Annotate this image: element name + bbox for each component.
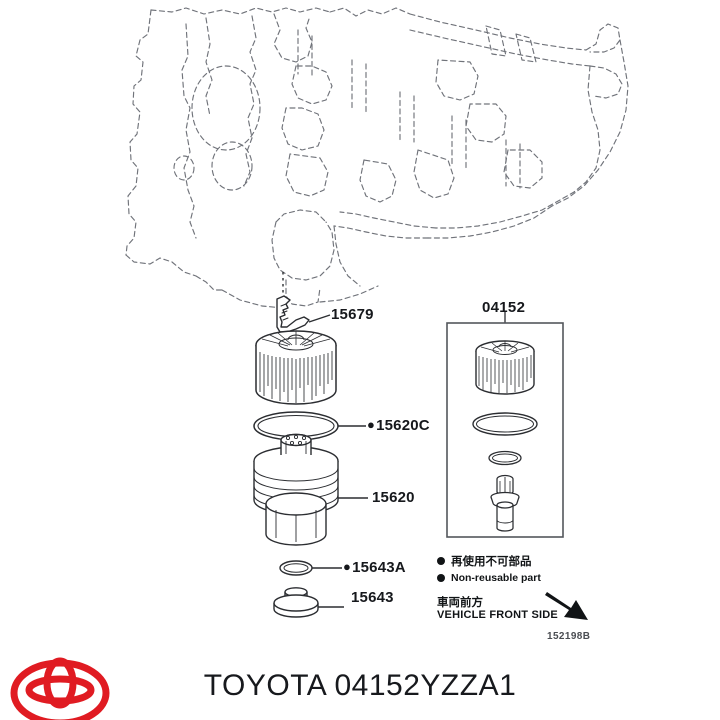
kit-large-o-ring-shape	[472, 412, 538, 436]
legend-non-reusable-jp-row: 再使用不可部品	[437, 553, 627, 569]
part-label-15620C: 15620C	[367, 417, 430, 434]
kit-filter-element-shape	[475, 340, 535, 395]
page-title: TOYOTA 04152YZZA1	[203, 669, 517, 702]
engine-block-reference-outline	[125, 7, 629, 309]
legend-non-reusable-en-row: Non-reusable part	[437, 572, 627, 584]
legend-front-side-block: 車両前方 VEHICLE FRONT SIDE	[437, 595, 627, 622]
kit-box-border	[446, 322, 564, 538]
diagram-legend: 再使用不可部品 Non-reusable part 車両前方 VEHICLE F…	[437, 553, 627, 622]
legend-front-side-jp: 車両前方	[437, 595, 483, 609]
part-label-15679: 15679	[331, 306, 374, 323]
part-label-15643A: 15643A	[343, 559, 406, 576]
part-15620-shape	[253, 433, 339, 546]
legend-bullet-icon-2	[437, 574, 445, 582]
legend-front-side-en: VEHICLE FRONT SIDE	[437, 609, 558, 622]
page-footer: TOYOTA 04152YZZA1	[0, 655, 720, 720]
part-15643-shape	[273, 587, 319, 618]
drawing-id: 152198B	[547, 631, 591, 642]
legend-bullet-icon	[437, 557, 445, 565]
part-label-15643: 15643	[351, 589, 394, 606]
part-15679-shape	[276, 295, 310, 333]
kit-small-o-ring-shape	[488, 450, 522, 466]
vehicle-front-arrow-icon	[545, 592, 588, 620]
part-label-15620: 15620	[372, 489, 415, 506]
part-15643A-shape	[279, 560, 313, 576]
diagram-canvas: 15679 15620C 15620 15643A 15643 04152 再使…	[0, 0, 720, 655]
part-filter-element-shape	[255, 330, 337, 405]
legend-non-reusable-jp: 再使用不可部品	[451, 554, 532, 568]
toyota-emblem-icon	[8, 657, 112, 720]
exploded-parts-layer	[253, 272, 588, 620]
kit-drain-plug-tool-shape	[490, 474, 520, 532]
legend-non-reusable-en: Non-reusable part	[451, 572, 541, 584]
kit-label-04152: 04152	[482, 299, 526, 316]
